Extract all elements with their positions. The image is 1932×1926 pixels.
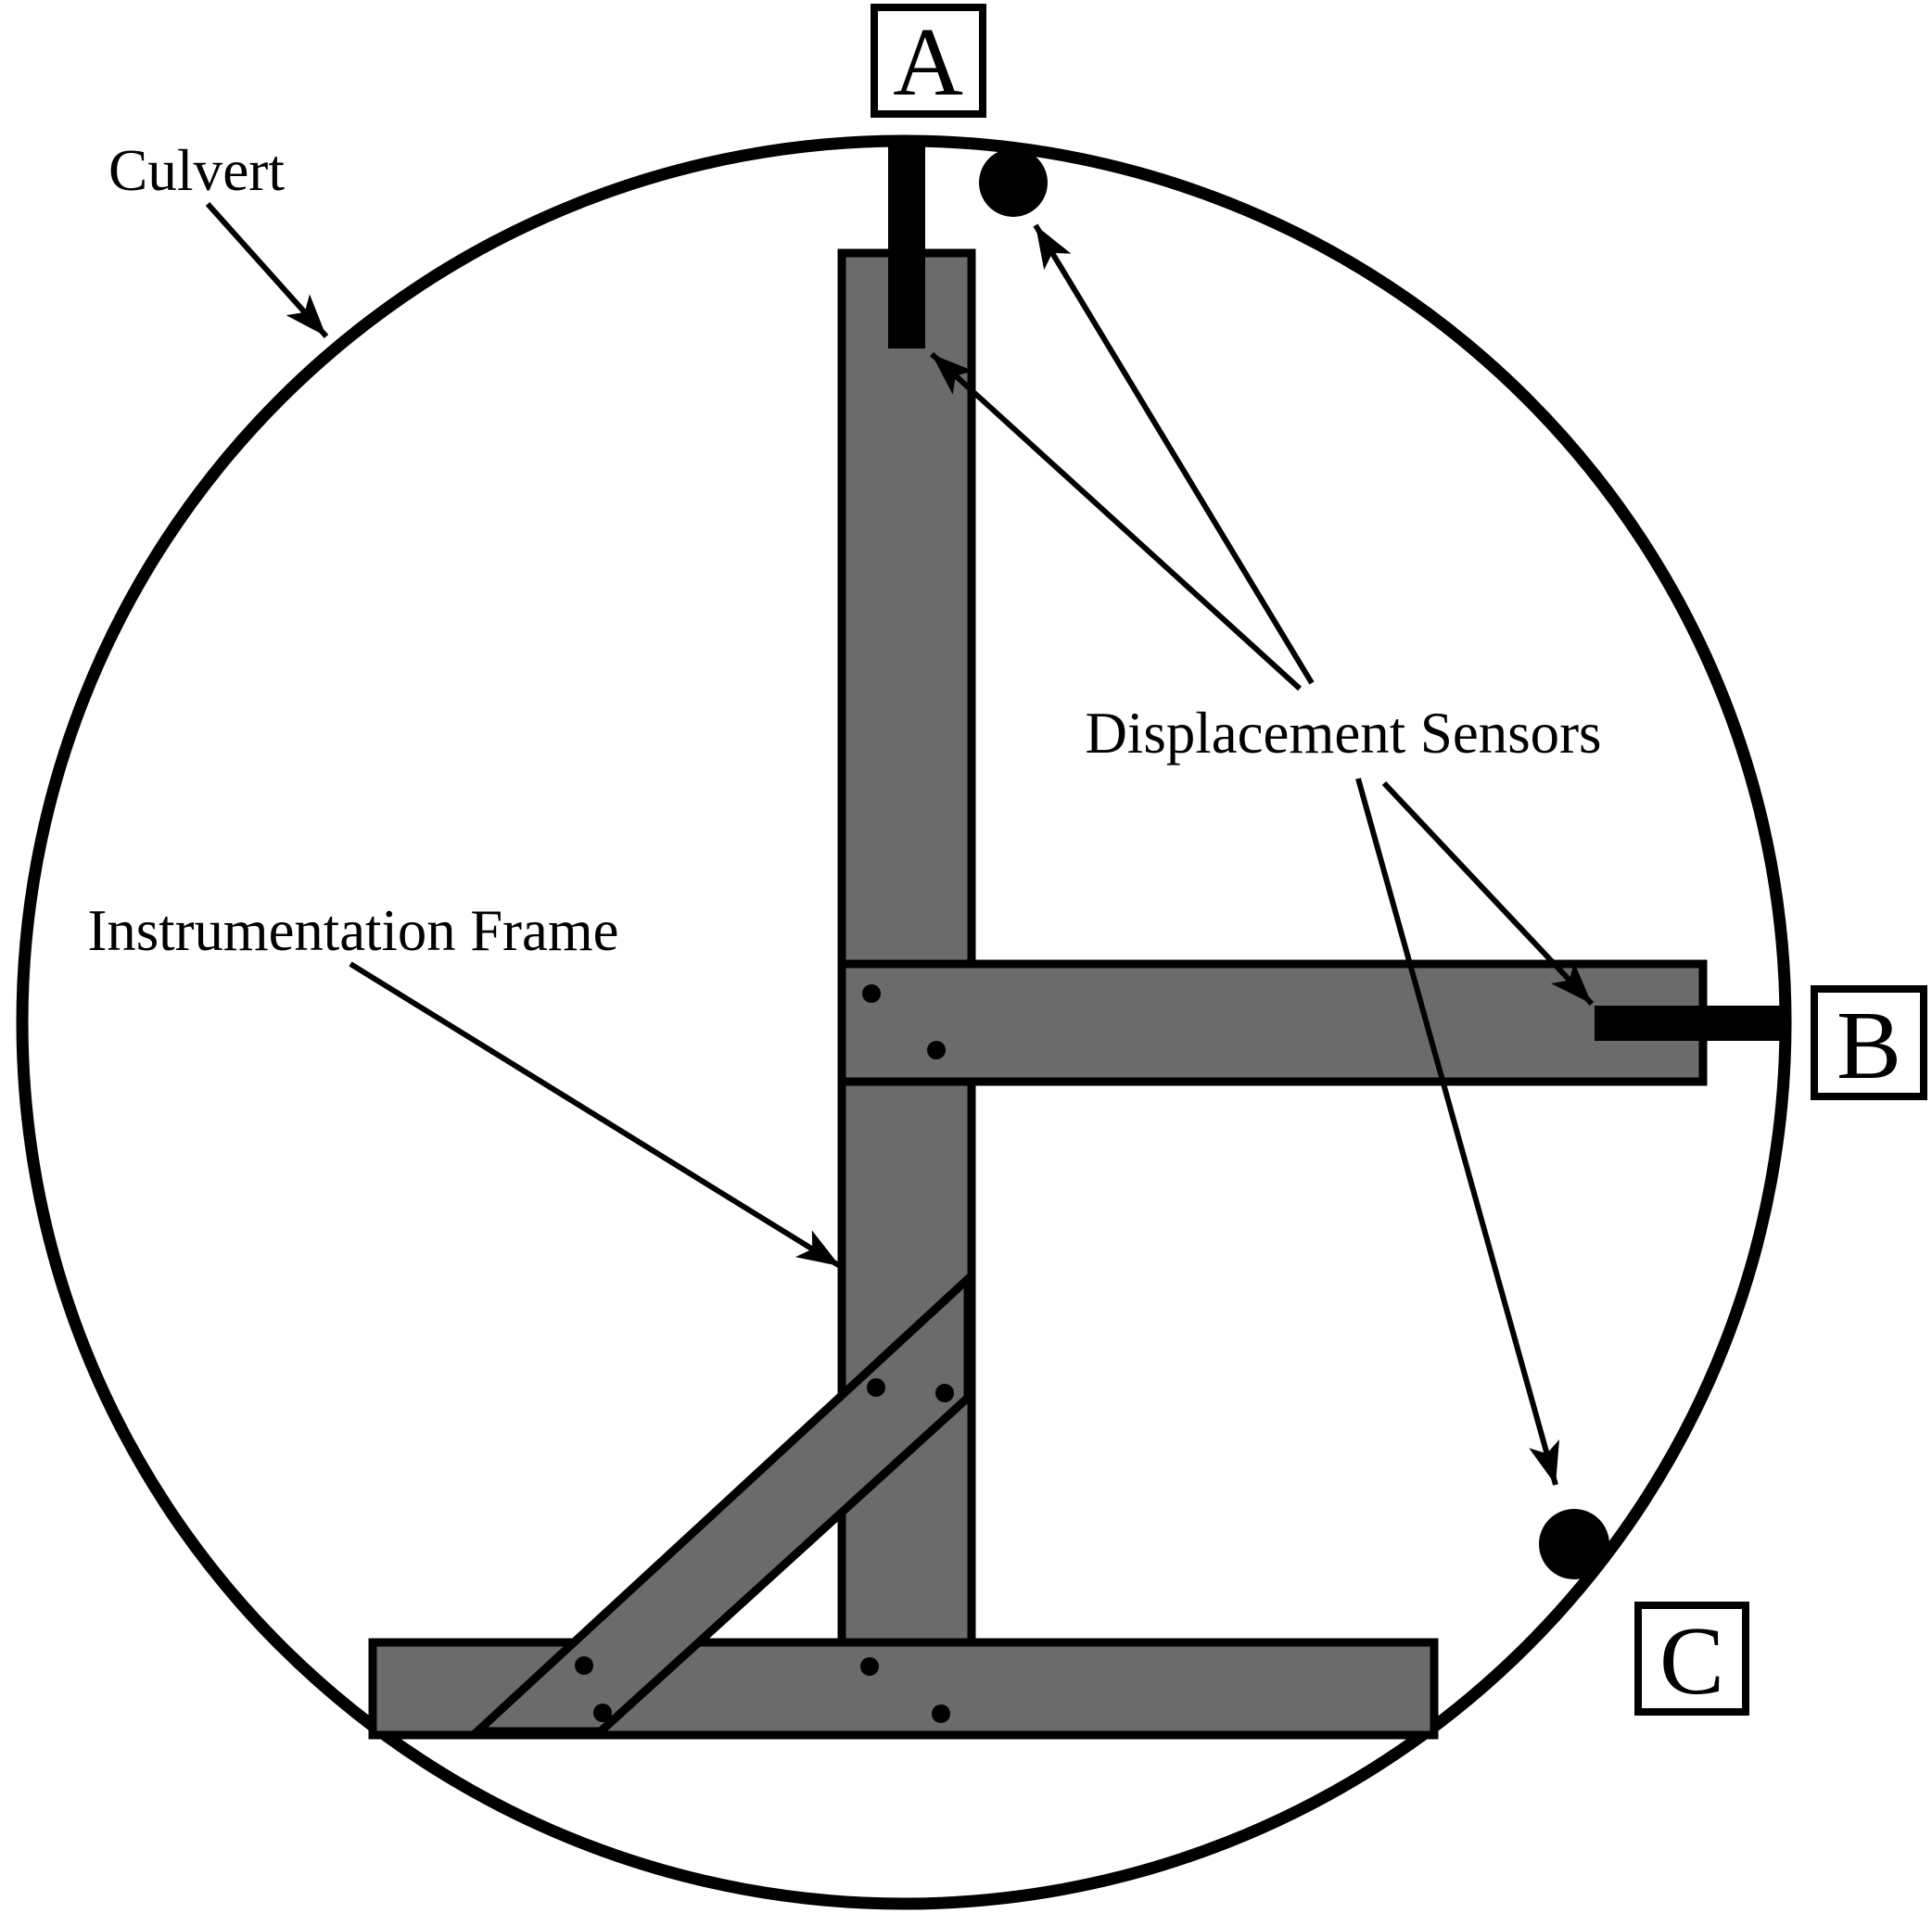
point-box-b [1811, 985, 1927, 1100]
point-box-c [1634, 1602, 1749, 1716]
bolt-dot [593, 1704, 612, 1722]
displacement-sensors-label: Displacement Sensors [1086, 700, 1602, 766]
frame-bolts [575, 984, 954, 1723]
culvert-label: Culvert [108, 137, 285, 203]
bolt-dot [860, 1657, 879, 1676]
sensor-dot-c [1539, 1509, 1609, 1579]
sensor-rod-b [1595, 1006, 1791, 1041]
point-letter-a: A [893, 7, 963, 116]
sensors-arrow-to-dot-a [1033, 223, 1315, 685]
annotation-arrows [205, 201, 1595, 1486]
instrumentation-frame-label: Instrumentation Frame [88, 897, 619, 963]
sensors-arrow-to-dot-c [1355, 778, 1559, 1486]
point-letter-b: B [1837, 991, 1901, 1099]
sensor-dot-a [979, 148, 1048, 217]
point-letters: A B C [893, 7, 1901, 1715]
point-letter-c: C [1659, 1606, 1724, 1715]
point-label-boxes [871, 4, 1927, 1716]
instrumentation-frame-arrow [349, 961, 842, 1269]
instrumentation-frame [368, 248, 1708, 1740]
bolt-dot [935, 1384, 954, 1402]
culvert-arrow [205, 201, 329, 339]
frame-diagonal-brace [466, 1269, 972, 1736]
sensors-arrow-to-rod-b [1381, 780, 1595, 1007]
bolt-dot [927, 1041, 946, 1059]
text-labels: Culvert Instrumentation Frame Displaceme… [88, 137, 1602, 963]
bolt-dot [862, 984, 881, 1003]
bolt-dot [867, 1378, 885, 1397]
point-box-a [871, 4, 986, 118]
bolt-dot [932, 1704, 950, 1723]
sensor-rod-a [888, 137, 925, 348]
sensors-arrow-to-rod-a [929, 351, 1303, 691]
bolt-dot [575, 1656, 593, 1675]
